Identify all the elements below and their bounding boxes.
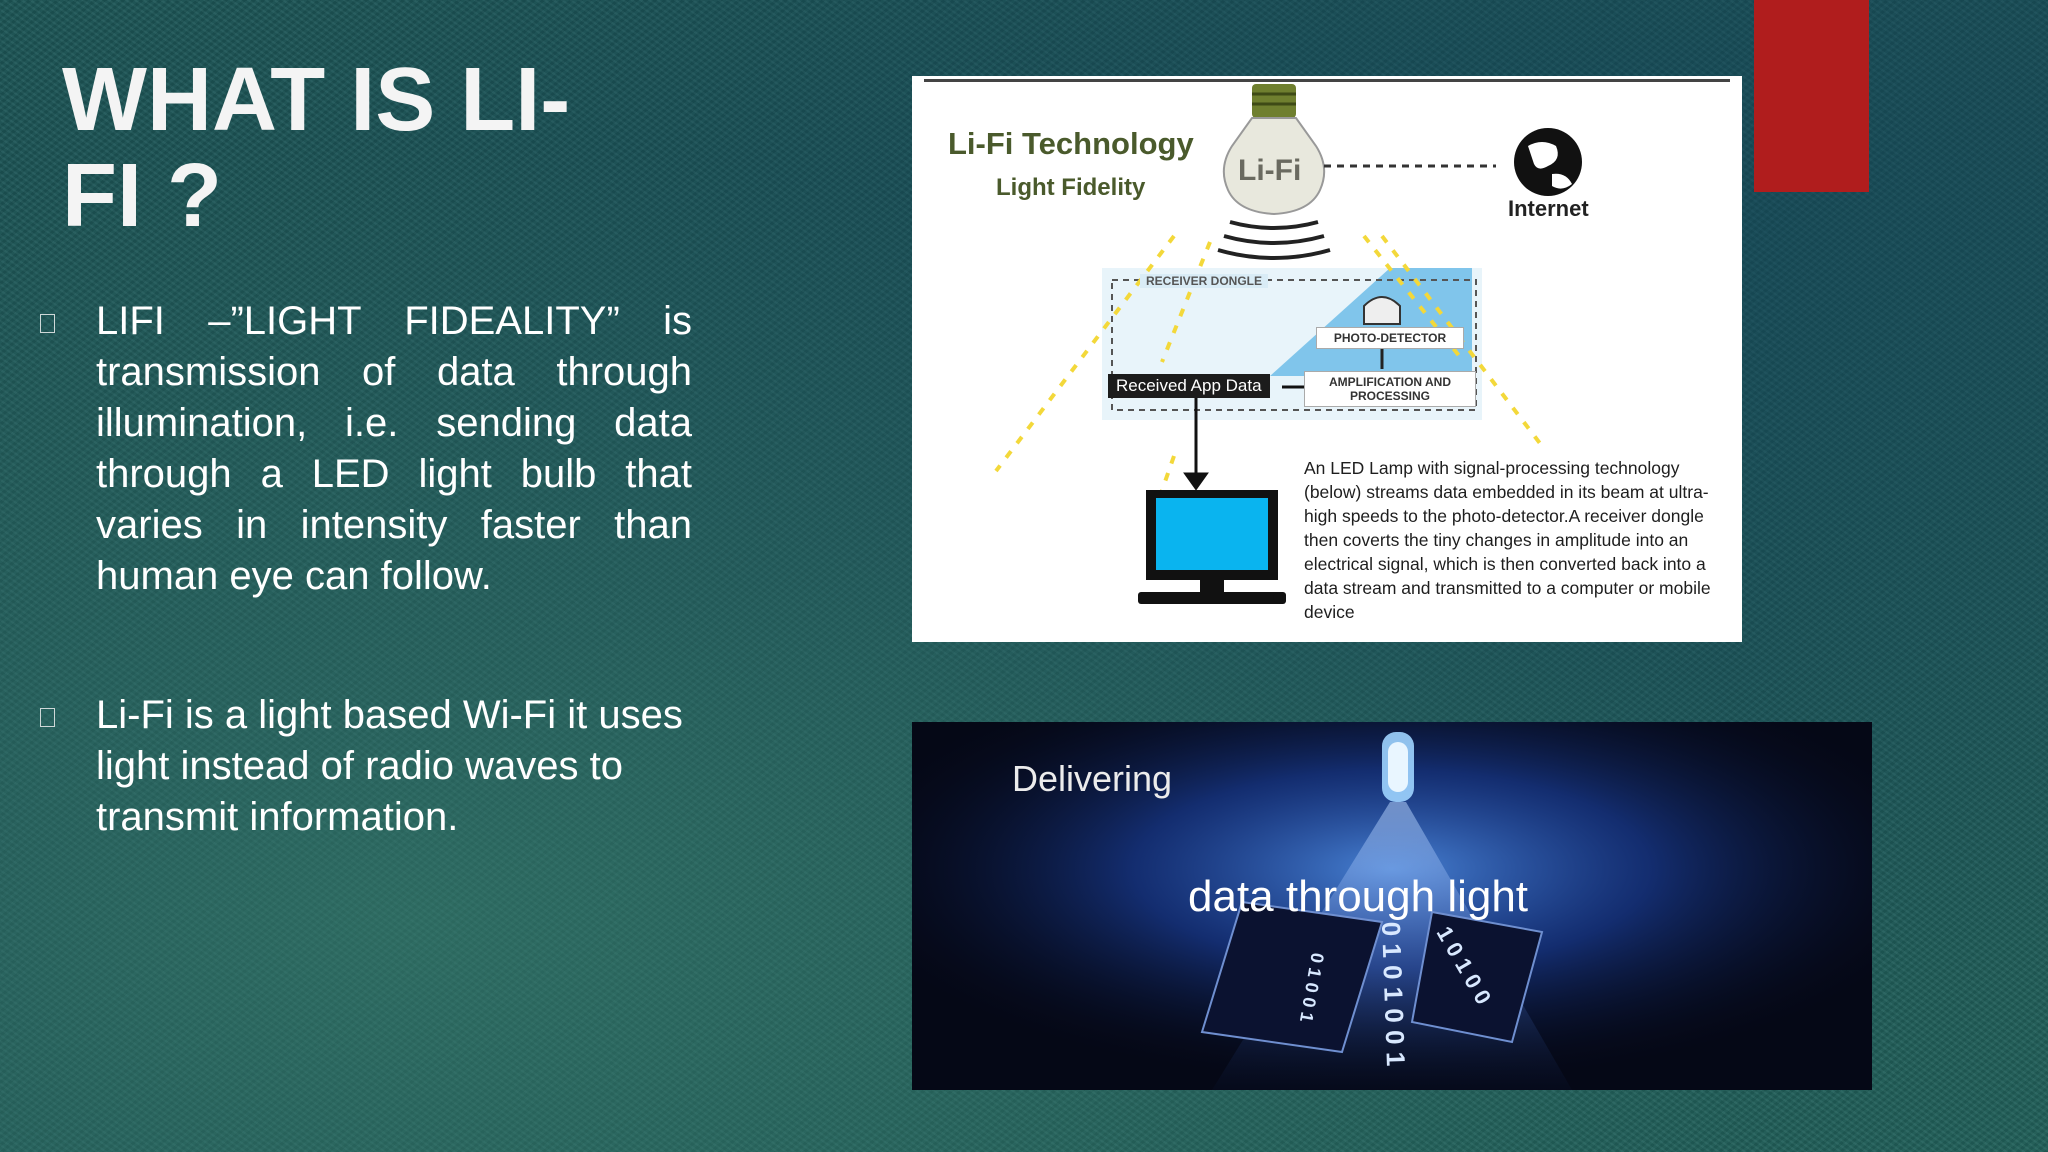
received-app-data-label: Received App Data	[1108, 374, 1270, 398]
diagram-top-rule	[924, 79, 1730, 82]
bullet-item: Li-Fi is a light based Wi-Fi it uses lig…	[40, 690, 740, 843]
bullet-item: LIFI –”LIGHT FIDEALITY” is transmission …	[40, 296, 692, 602]
lifi-diagram-image: Li-Fi Technology Light Fidelity Li-Fi In…	[912, 76, 1742, 642]
amplification-label: AMPLIFICATION AND PROCESSING	[1304, 371, 1476, 407]
smartphone-left-icon	[1200, 900, 1384, 1054]
photo-heading: Delivering	[1012, 758, 1173, 799]
internet-label: Internet	[1508, 196, 1589, 221]
diagram-title: Li-Fi Technology	[948, 126, 1194, 161]
slide-title: WHAT IS LI- FI ?	[62, 50, 571, 246]
bullet-text: LIFI –”LIGHT FIDEALITY” is transmission …	[96, 299, 692, 598]
receiver-dongle-label: RECEIVER DONGLE	[1140, 274, 1269, 288]
diagram-description: An LED Lamp with signal-processing techn…	[1304, 458, 1711, 622]
data-flow-arrow	[1183, 385, 1304, 491]
diagram-subtitle: Light Fidelity	[996, 174, 1146, 201]
binary-stream-mid: 0 1 0 1 0 0 1	[1376, 921, 1411, 1067]
bullet-text: Li-Fi is a light based Wi-Fi it uses lig…	[96, 693, 683, 839]
led-lamp-icon	[1382, 732, 1414, 802]
photo-graphics: 0 1 0 0 1 0 1 0 1 0 0 1 1 0 1 0 0	[912, 722, 1872, 1090]
light-bulb-icon	[1222, 84, 1326, 216]
bullet-list: LIFI –”LIGHT FIDEALITY” is transmission …	[40, 296, 740, 843]
globe-icon	[1514, 128, 1582, 196]
bullet-marker-icon	[40, 314, 55, 333]
photo-detector-label: PHOTO-DETECTOR	[1316, 327, 1464, 349]
photo-detector-icon	[1363, 296, 1401, 369]
red-accent-bar	[1754, 0, 1869, 192]
data-through-light-image: 0 1 0 0 1 0 1 0 1 0 0 1 1 0 1 0 0 Delive…	[912, 722, 1872, 1090]
computer-monitor-icon	[1138, 490, 1286, 604]
bullet-marker-icon	[40, 708, 55, 727]
bulb-label: Li-Fi	[1238, 154, 1302, 187]
bulb-light-waves	[1217, 220, 1331, 260]
photo-tagline: data through light	[1188, 872, 1529, 921]
smartphone-right-icon	[1410, 910, 1544, 1044]
